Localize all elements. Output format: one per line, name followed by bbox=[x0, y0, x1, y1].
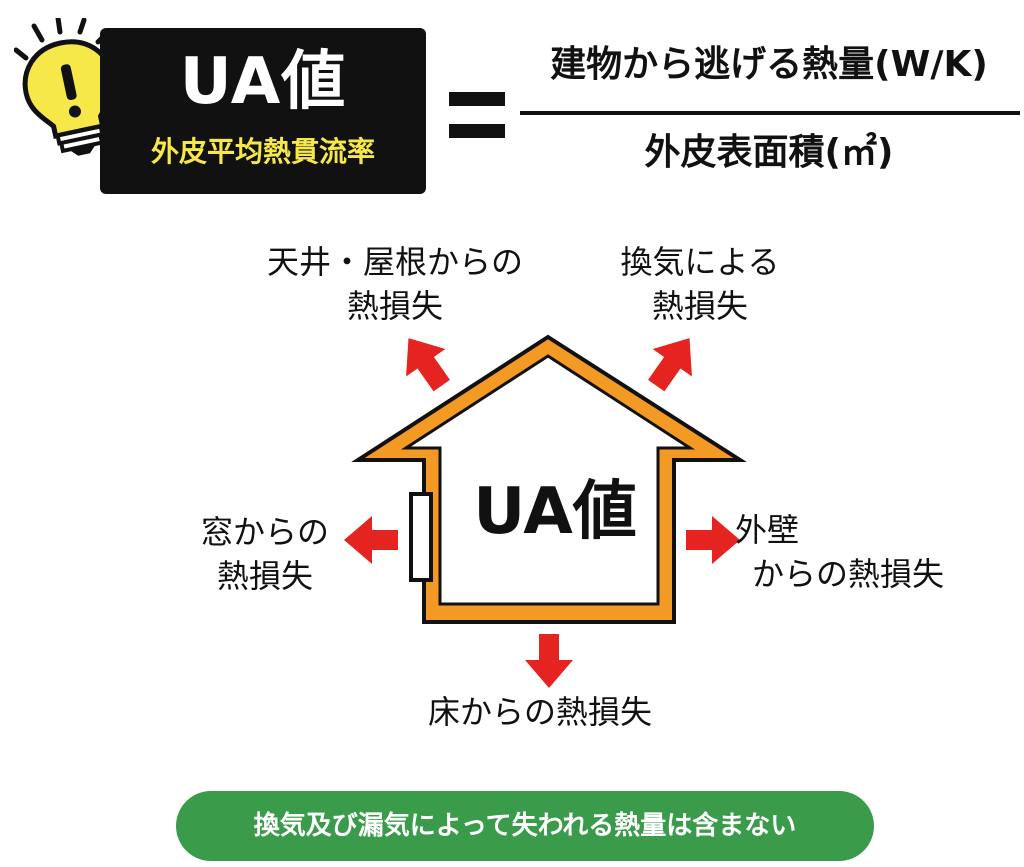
note-banner: 換気及び漏気によって失われる熱量は含まない bbox=[176, 791, 874, 861]
floor-loss-label: 床からの熱損失 bbox=[427, 693, 652, 731]
badge-subtitle: 外皮平均熱貫流率 bbox=[150, 135, 375, 168]
window-arrow-icon bbox=[344, 516, 398, 564]
house-center-label: UA値 bbox=[473, 475, 637, 549]
floor-arrow-icon bbox=[525, 634, 573, 688]
wall-label-line1: 外壁 bbox=[735, 511, 800, 549]
roof-arrow-icon bbox=[406, 338, 450, 392]
roof-label-line1: 天井・屋根からの bbox=[266, 243, 523, 281]
note-text: 換気及び漏気によって失われる熱量は含まない bbox=[253, 811, 797, 841]
window-label-line1: 窓からの bbox=[200, 513, 329, 551]
ventilation-loss-label: 換気による 熱損失 bbox=[560, 240, 840, 328]
window-label-line2: 熱損失 bbox=[216, 557, 313, 595]
fraction-line bbox=[520, 111, 1020, 115]
window-shape bbox=[409, 492, 433, 582]
house-interior bbox=[400, 354, 696, 606]
equals-icon bbox=[449, 92, 505, 138]
vent-label-line2: 熱損失 bbox=[651, 287, 748, 325]
lightbulb-icon bbox=[14, 18, 116, 156]
roof-loss-label: 天井・屋根からの 熱損失 bbox=[235, 240, 555, 328]
wall-label-line2: からの熱損失 bbox=[752, 555, 945, 593]
formula-numerator: 建物から逃げる熱量(W/K) bbox=[550, 44, 988, 85]
wall-arrow-icon bbox=[686, 516, 740, 564]
roof-label-line2: 熱損失 bbox=[346, 287, 443, 325]
window-loss-label: 窓からの 熱損失 bbox=[170, 510, 360, 598]
ua-value-badge: UA値 外皮平均熱貫流率 bbox=[100, 28, 426, 194]
vent-label-line1: 換気による bbox=[620, 243, 780, 281]
vent-arrow-icon bbox=[648, 338, 692, 392]
badge-title: UA値 bbox=[179, 45, 347, 119]
formula-denominator: 外皮表面積(㎡) bbox=[644, 132, 894, 173]
